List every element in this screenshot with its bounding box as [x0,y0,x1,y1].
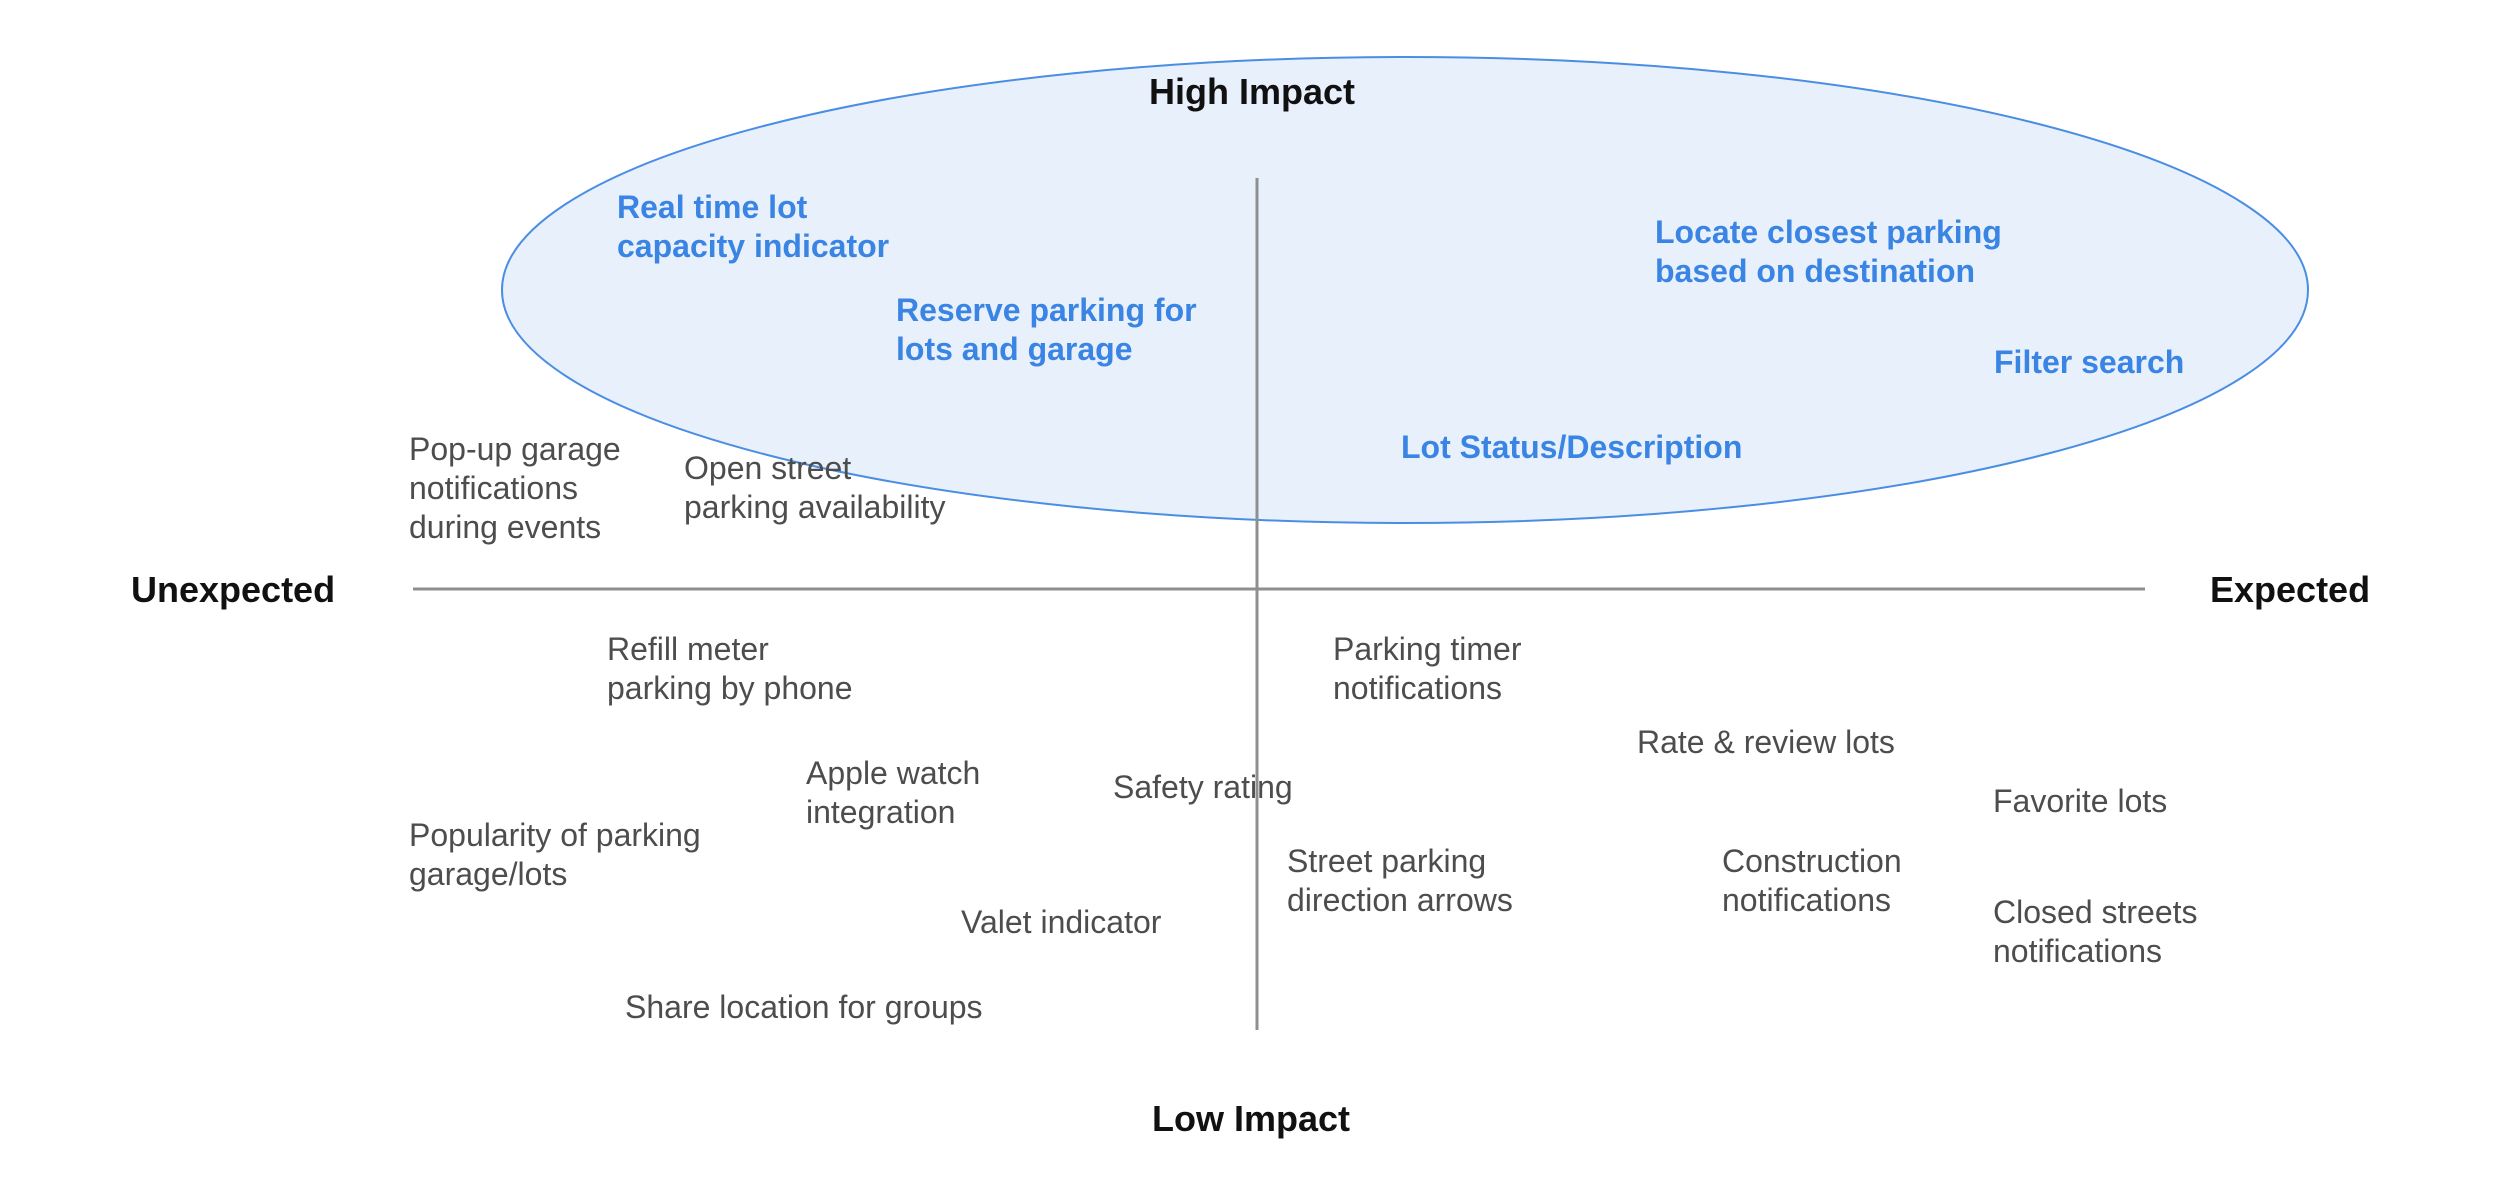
feature-safety-rating: Safety rating [1113,769,1293,805]
axis-label-unexpected: Unexpected [131,569,336,610]
axis-label-high-impact: High Impact [1149,71,1356,112]
feature-lot-status-description: Lot Status/Description [1401,429,1743,465]
feature-favorite-lots: Favorite lots [1993,783,2168,819]
feature-rate-review-lots: Rate & review lots [1637,724,1895,760]
feature-real-time-lot-capacity: Real time lot capacity indicator [617,189,890,264]
feature-parking-timer-notifications: Parking timer notifications [1333,631,1522,706]
feature-construction-notifications: Construction notifications [1722,843,1902,918]
feature-apple-watch-integration: Apple watch integration [806,755,981,830]
feature-valet-indicator: Valet indicator [961,904,1162,940]
feature-open-street-parking: Open street parking availability [684,450,946,525]
axis-label-expected: Expected [2210,569,2371,610]
feature-locate-closest-parking: Locate closest parking based on destinat… [1655,214,2002,289]
high-impact-ellipse [501,56,2309,524]
axis-label-low-impact: Low Impact [1152,1098,1351,1139]
feature-reserve-parking: Reserve parking for lots and garage [896,292,1197,367]
feature-refill-meter: Refill meter parking by phone [607,631,853,706]
feature-filter-search: Filter search [1994,344,2185,380]
feature-closed-streets-notifications: Closed streets notifications [1993,894,2198,969]
feature-street-parking-arrows: Street parking direction arrows [1287,843,1513,918]
feature-share-location-groups: Share location for groups [625,989,983,1025]
feature-pop-up-garage-notifications: Pop-up garage notifications during event… [409,431,621,545]
feature-popularity-of-parking: Popularity of parking garage/lots [409,817,701,892]
